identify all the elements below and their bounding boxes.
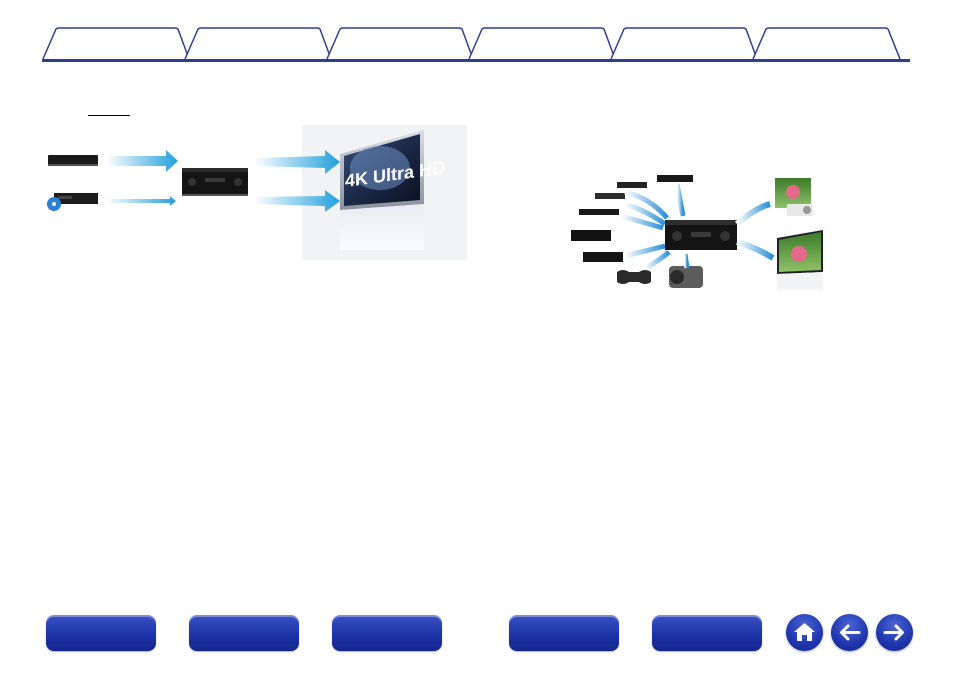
tab-2[interactable] [184, 27, 332, 60]
av-receiver-icon-2 [665, 220, 737, 250]
tv-icon [777, 230, 823, 290]
media-player-icon [48, 155, 98, 166]
bottom-nav-button-4[interactable] [509, 615, 619, 651]
bottom-nav-button-5[interactable] [652, 615, 762, 651]
back-button[interactable] [831, 614, 868, 651]
tab-3[interactable] [326, 27, 474, 60]
tab-1[interactable] [42, 27, 190, 60]
arrow-right-icon [883, 624, 904, 641]
av-receiver-icon [182, 168, 248, 196]
tab-4[interactable] [468, 27, 616, 60]
forward-button[interactable] [876, 614, 913, 651]
figure-multi-source [571, 175, 823, 290]
tab-5[interactable] [610, 27, 758, 60]
bluray-player-icon [47, 193, 98, 211]
tv-4k-icon: 4K Ultra HD [340, 130, 445, 250]
bottom-nav-button-3[interactable] [332, 615, 442, 651]
figure-4k-passthrough: 4K Ultra HD [47, 125, 467, 260]
bottom-nav-button-2[interactable] [189, 615, 299, 651]
home-icon [794, 623, 815, 641]
home-button[interactable] [786, 614, 823, 651]
source-devices-icon [571, 175, 703, 288]
arrow-left-icon [840, 624, 861, 641]
projector-icon [775, 178, 813, 216]
bottom-nav-button-1[interactable] [46, 615, 156, 651]
underline-mark [88, 115, 130, 116]
tab-6[interactable] [752, 27, 902, 60]
tab-bar [42, 27, 910, 63]
tab-underline [42, 59, 910, 62]
